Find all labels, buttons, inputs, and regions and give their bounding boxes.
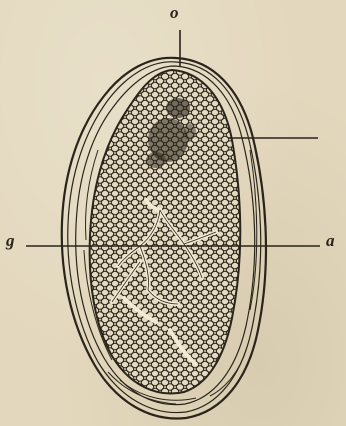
label-a: a: [326, 232, 335, 249]
label-o: o: [170, 4, 179, 21]
label-g: g: [6, 232, 15, 249]
